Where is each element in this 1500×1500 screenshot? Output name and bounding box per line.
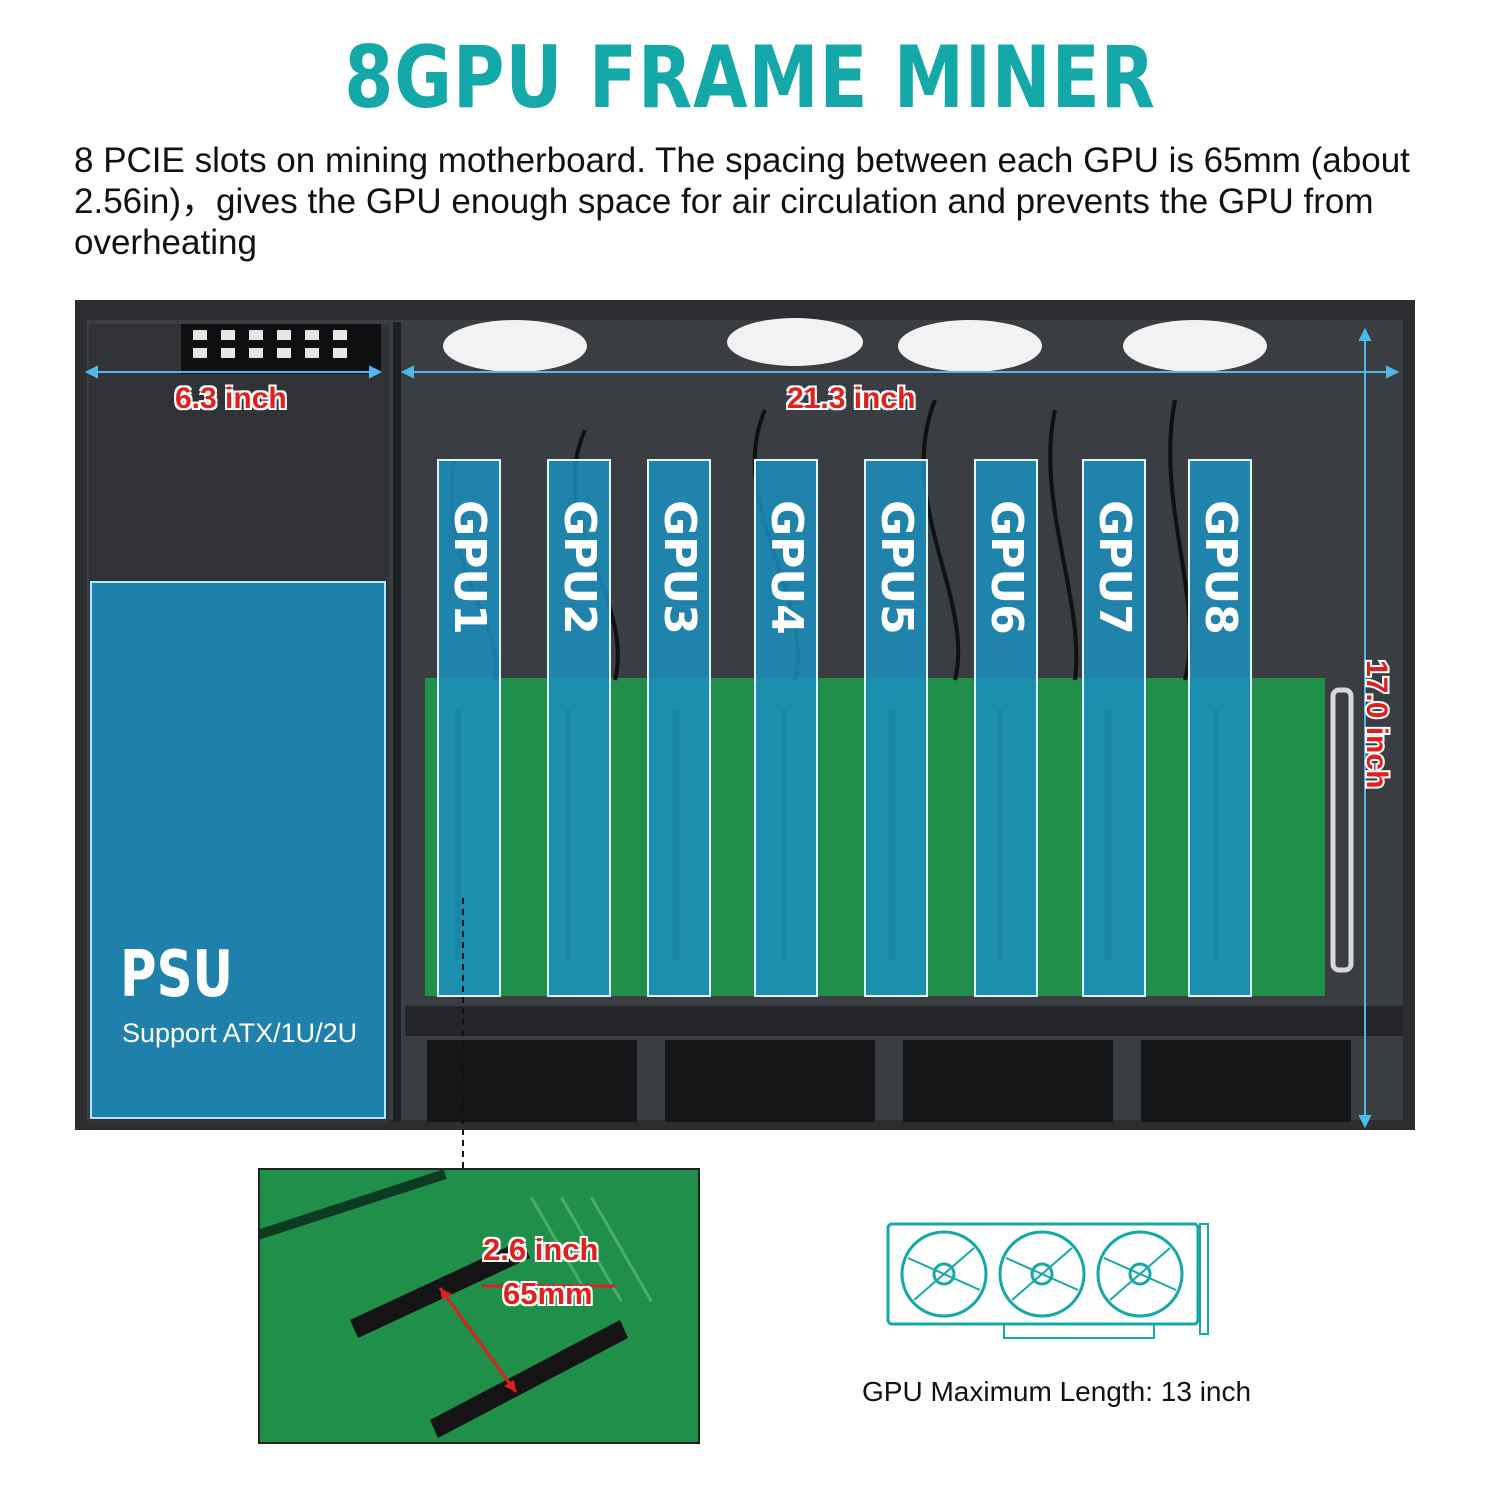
page-title: 8GPU FRAME MINER [344, 28, 1156, 128]
gpu-max-length-text: GPU Maximum Length: 13 inch [862, 1376, 1252, 1407]
gpu-overlays [437, 459, 1252, 997]
gpu-label-7: GPU7 [1089, 500, 1140, 635]
psu-title: PSU [120, 938, 234, 1012]
psu-support-text: Support ATX/1U/2U [122, 1018, 358, 1048]
gpu-label-1: GPU1 [444, 500, 495, 635]
miner-chassis-illustration: GPU1 GPU2 GPU3 GPU4 GPU5 GPU6 GPU7 GPU8 … [75, 300, 1415, 1130]
description-text: 8 PCIE slots on mining motherboard. The … [74, 141, 1410, 262]
gpu-label-6: GPU6 [981, 500, 1032, 635]
gpu-width-dimension-label: 21.3 inch [787, 382, 916, 415]
gpu-label-4: GPU4 [761, 500, 812, 635]
spacing-inch-label: 2.6 inch [483, 1232, 599, 1267]
pcie-spacing-inset [258, 1168, 700, 1444]
psu-overlay [90, 581, 386, 1119]
dimension-arrows [84, 327, 1400, 1129]
connector-line [462, 898, 464, 1168]
height-dimension-label: 17.0 inch [1360, 660, 1393, 788]
psu-width-dimension-label: 6.3 inch [175, 382, 287, 415]
spacing-mm-label: 65mm [503, 1276, 593, 1311]
gpu-card-icon [886, 1222, 1209, 1339]
gpu-label-5: GPU5 [871, 500, 922, 635]
gpu-label-3: GPU3 [654, 500, 705, 635]
top-fan-openings [443, 318, 1267, 372]
gpu-label-8: GPU8 [1195, 500, 1246, 635]
gpu-label-2: GPU2 [554, 500, 605, 635]
